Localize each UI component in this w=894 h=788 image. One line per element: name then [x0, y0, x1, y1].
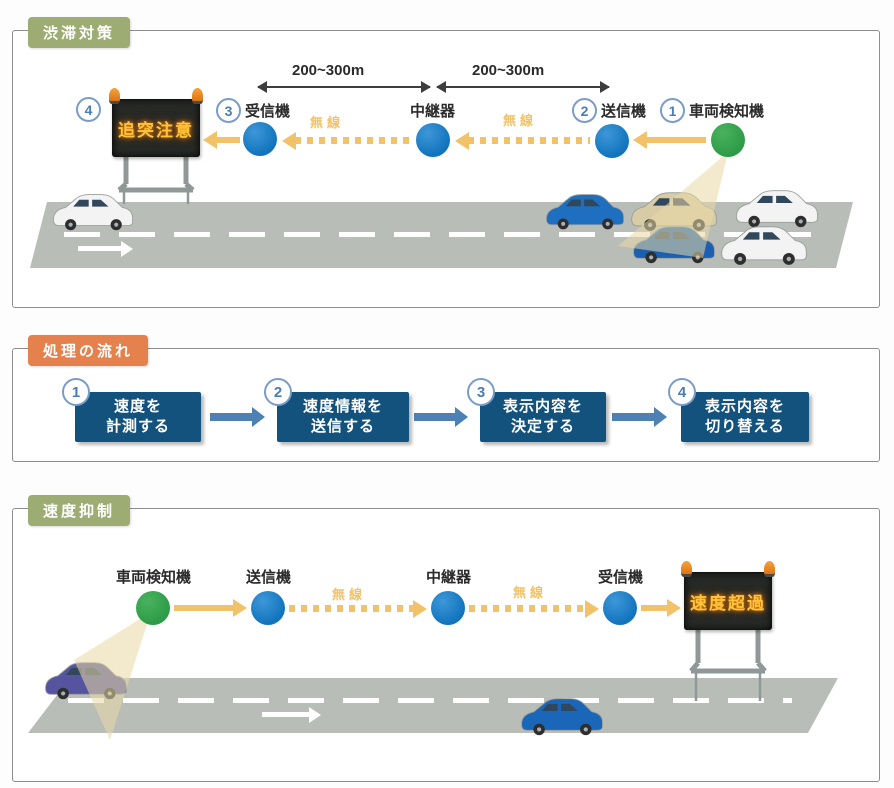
blue-car — [521, 698, 603, 736]
traffic-direction-arrow — [78, 246, 122, 251]
step-number-badge: 4 — [76, 97, 101, 122]
receiver-label: 受信機 — [598, 566, 643, 587]
receiver-node — [243, 122, 277, 156]
road-center-line — [64, 232, 811, 237]
warning-beacon-icon — [109, 88, 120, 104]
flow-step-line2: 送信する — [310, 418, 375, 435]
blue-car — [45, 662, 127, 700]
repeater-label: 中継器 — [410, 100, 455, 121]
signal-arrow — [174, 605, 234, 611]
flow-step-line1: 表示内容を — [704, 398, 785, 415]
distance-label: 200~300m — [472, 62, 545, 79]
device-name: 受信機 — [245, 103, 291, 120]
sign-stand — [117, 156, 195, 204]
speed-section-panel — [12, 508, 880, 782]
transmitter-label: 送信機 — [246, 566, 291, 587]
repeater-node — [416, 123, 450, 157]
distance-arrow — [257, 81, 431, 93]
wireless-arrow — [468, 137, 590, 144]
flow-step-line1: 速度情報を — [302, 398, 383, 415]
blue-car — [633, 226, 715, 264]
warning-beacon-icon — [764, 561, 775, 577]
led-sign-text: 追突注意 — [118, 120, 194, 140]
device-name: 送信機 — [246, 569, 292, 586]
white-car — [736, 190, 818, 228]
speed-road — [28, 678, 838, 733]
device-name: 車両検知機 — [116, 569, 192, 586]
flow-step-line2: 切り替える — [705, 418, 785, 435]
repeater-label: 中継器 — [426, 566, 471, 587]
traffic-direction-arrow — [262, 712, 310, 717]
vehicle-detector-label: 1 車両検知機 — [660, 98, 764, 123]
step-number-badge: 3 — [467, 378, 495, 406]
step-number-badge: 1 — [660, 98, 685, 123]
led-display-sign: 追突注意 — [109, 88, 203, 157]
wireless-label: 無線 — [513, 585, 548, 600]
distance-arrow — [436, 81, 610, 93]
distance-label: 200~300m — [292, 62, 365, 79]
step-number-badge: 3 — [216, 98, 241, 123]
flow-arrow — [414, 413, 456, 421]
wireless-arrow — [295, 137, 412, 144]
blue-car — [545, 194, 625, 230]
led-display-sign: 速度超過 — [681, 561, 775, 630]
sign-stand — [689, 629, 767, 701]
congestion-section-badge: 渋滞対策 — [28, 17, 131, 48]
step-number-badge: 2 — [264, 378, 292, 406]
led-sign-text: 速度超過 — [690, 593, 766, 613]
device-name: 中継器 — [426, 569, 472, 586]
flow-section-badge: 処理の流れ — [28, 335, 149, 366]
warning-beacon-icon — [681, 561, 692, 577]
device-name: 送信機 — [601, 103, 647, 120]
vehicle-detector-label: 車両検知機 — [116, 566, 191, 587]
flow-step-line1: 表示内容を — [502, 398, 583, 415]
flow-step-box: 速度情報を 送信する — [277, 392, 409, 442]
signal-arrow — [646, 137, 706, 143]
transmitter-label: 2 送信機 — [572, 98, 646, 123]
wireless-arrow — [289, 605, 414, 612]
wireless-label: 無線 — [310, 115, 345, 130]
device-name: 車両検知機 — [689, 103, 765, 120]
vehicle-detector-node — [711, 123, 745, 157]
flow-step-box: 表示内容を 決定する — [480, 392, 606, 442]
road-center-line — [68, 698, 792, 703]
signal-arrow — [641, 605, 668, 611]
flow-step-box: 表示内容を 切り替える — [681, 392, 809, 442]
receiver-label: 3 受信機 — [216, 98, 290, 123]
warning-beacon-icon — [192, 88, 203, 104]
device-name: 受信機 — [598, 569, 644, 586]
flow-step-box: 速度を 計測する — [75, 392, 201, 442]
receiver-node — [603, 591, 637, 625]
vehicle-detector-node — [136, 591, 170, 625]
flow-step-line2: 計測する — [105, 418, 170, 435]
wireless-label: 無線 — [503, 113, 538, 128]
device-name: 中継器 — [410, 103, 456, 120]
wireless-arrow — [469, 605, 586, 612]
transmitter-node — [595, 124, 629, 158]
sign-number: 4 — [76, 97, 101, 122]
repeater-node — [431, 591, 465, 625]
step-number-badge: 4 — [668, 378, 696, 406]
flow-arrow — [210, 413, 253, 421]
signal-arrow — [216, 137, 240, 143]
white-car — [721, 226, 807, 266]
flow-step-line1: 速度を — [113, 398, 162, 415]
flow-arrow — [612, 413, 655, 421]
step-number-badge: 1 — [62, 378, 90, 406]
step-number-badge: 2 — [572, 98, 597, 123]
flow-step-line2: 決定する — [510, 418, 575, 435]
wireless-label: 無線 — [332, 587, 367, 602]
speed-section-badge: 速度抑制 — [28, 495, 131, 526]
transmitter-node — [251, 591, 285, 625]
